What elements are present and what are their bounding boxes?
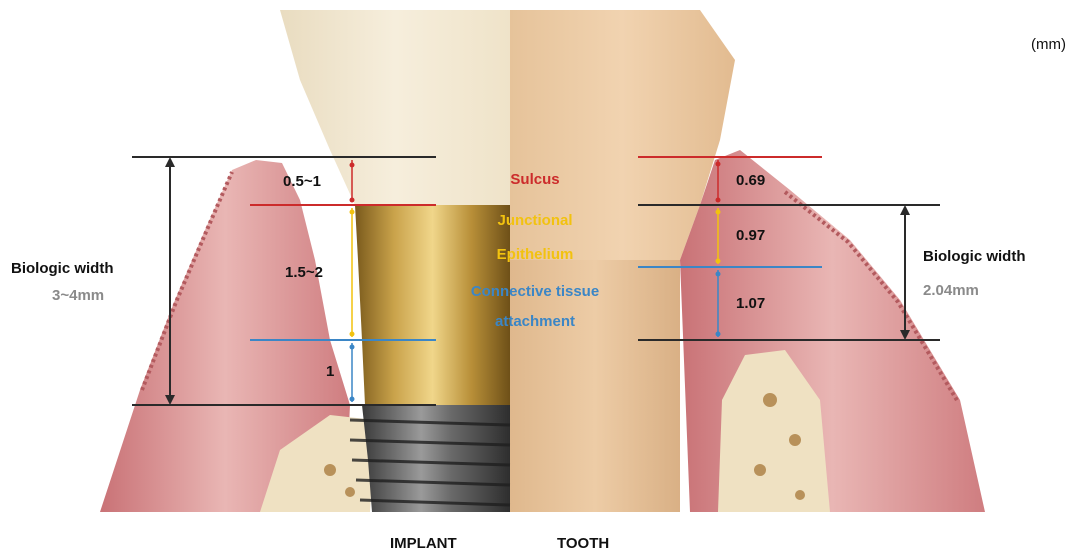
implant-biologic-width-label: Biologic width (11, 260, 114, 277)
unit-label: (mm) (1031, 36, 1066, 53)
tooth-connective-value: 1.07 (736, 295, 765, 312)
connective-label-line2: attachment (495, 313, 575, 330)
implant-junctional-value: 1.5~2 (285, 264, 323, 281)
tooth-junctional-value: 0.97 (736, 227, 765, 244)
tooth-biologic-width-label: Biologic width (923, 248, 1026, 265)
implant-bottom-label: IMPLANT (390, 535, 457, 552)
implant-sulcus-value: 0.5~1 (283, 173, 321, 190)
tooth-sulcus-value: 0.69 (736, 172, 765, 189)
implant-biologic-width-value: 3~4mm (52, 287, 104, 304)
sulcus-label: Sulcus (510, 171, 559, 188)
junctional-label-line1: Junctional (497, 212, 572, 229)
tooth-bottom-label: TOOTH (557, 535, 609, 552)
implant-connective-value: 1 (326, 363, 334, 380)
implant-abutment (355, 205, 510, 405)
connective-label-line1: Connective tissue (471, 283, 599, 300)
junctional-label-line2: Epithelium (497, 246, 574, 263)
tooth-biologic-width-value: 2.04mm (923, 282, 979, 299)
